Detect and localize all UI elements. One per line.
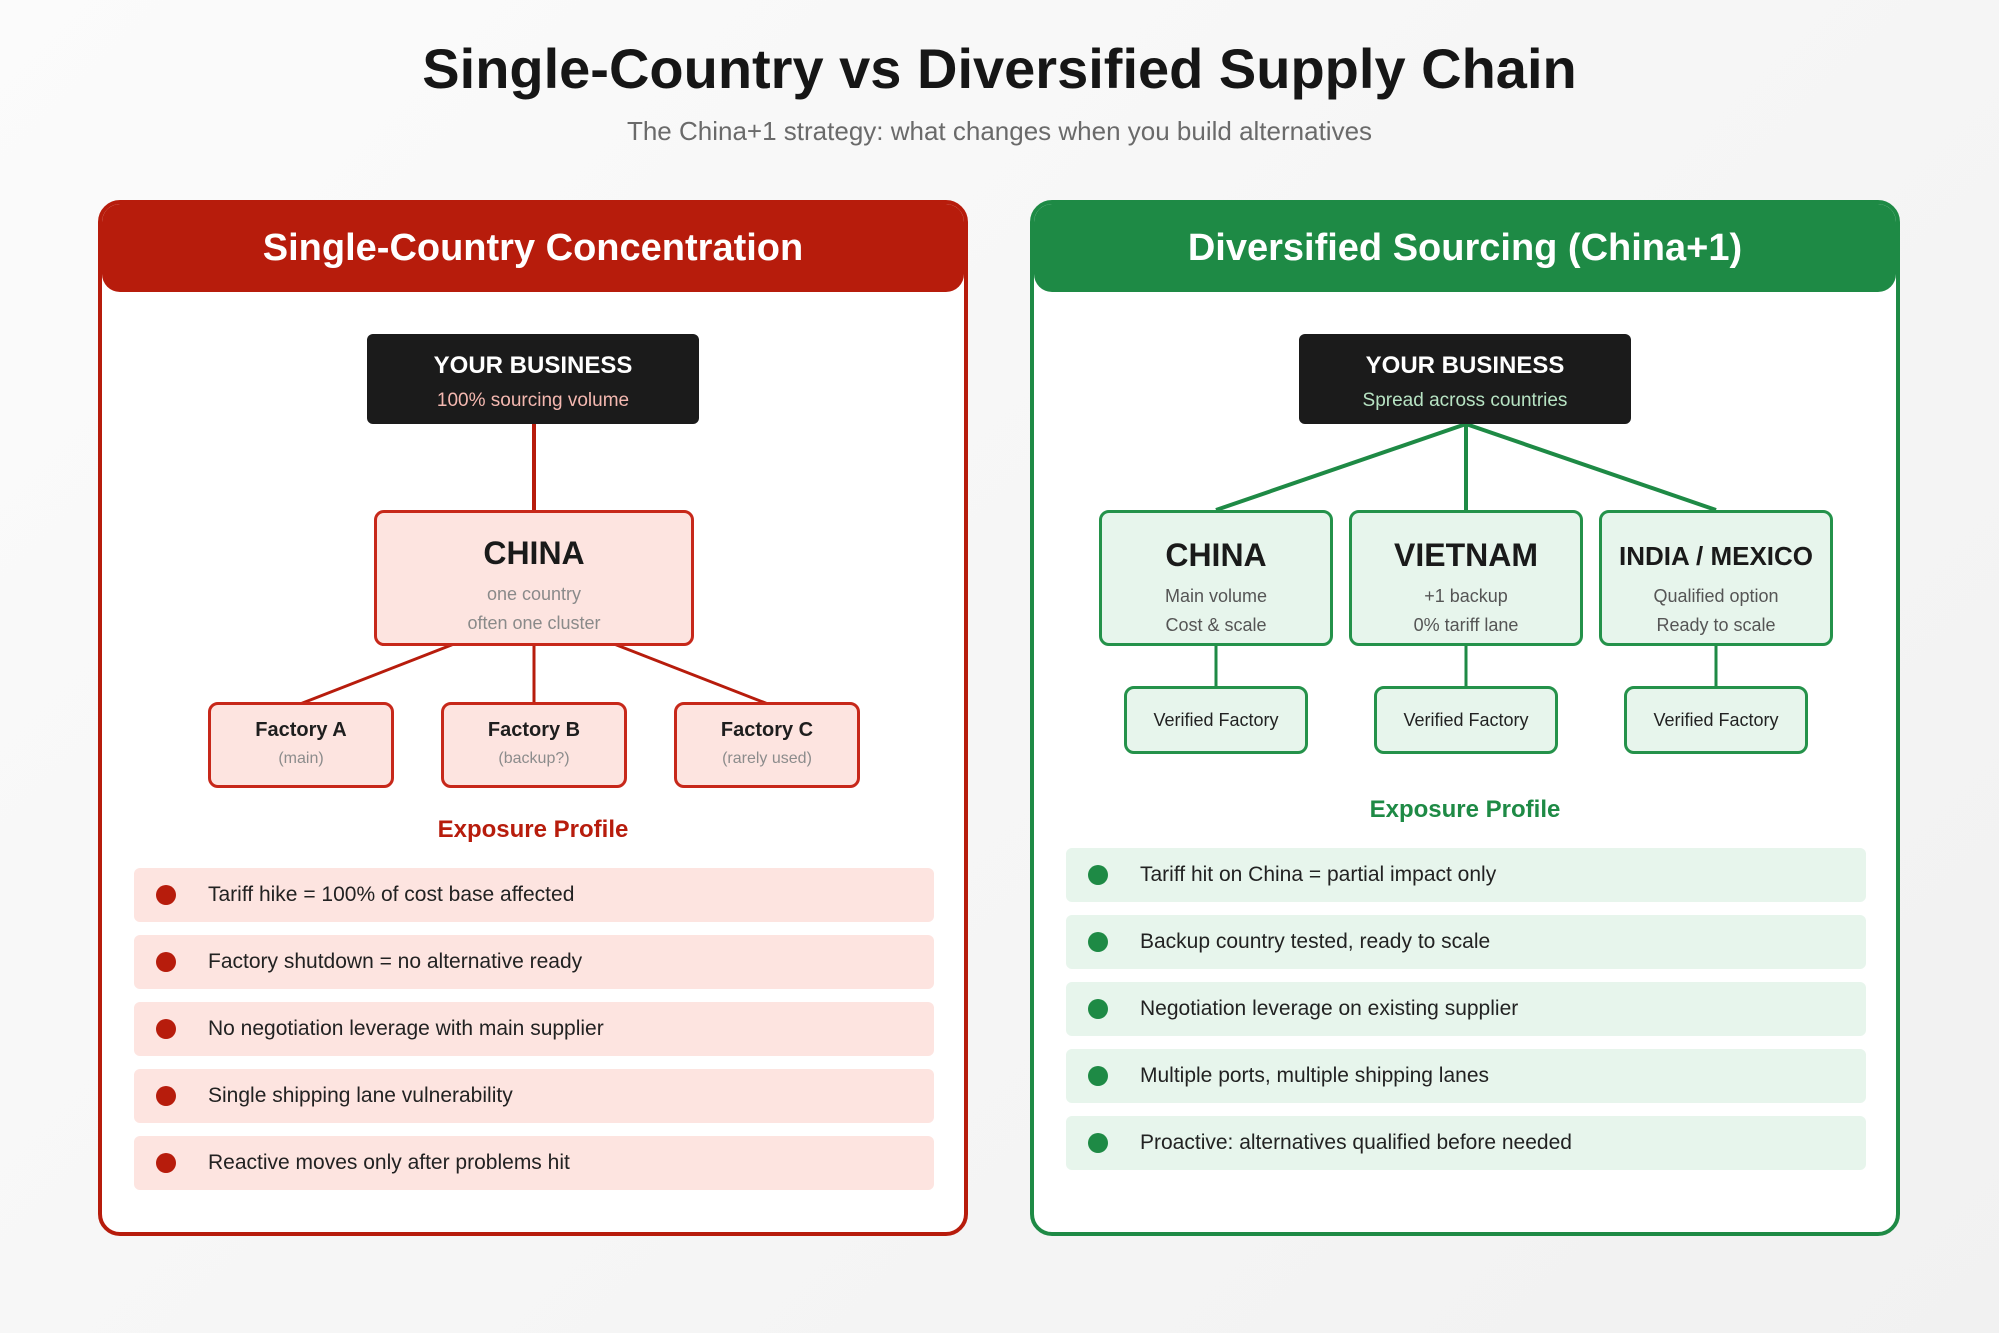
verified-factory-label: Verified Factory <box>1403 709 1529 730</box>
factory-sub: (main) <box>278 750 324 767</box>
factory-sub: (backup?) <box>498 750 570 767</box>
factory-node: Factory B (backup?) <box>441 702 627 788</box>
list-item-text: Backup country tested, ready to scale <box>1140 930 1491 953</box>
factory-node: Factory C (rarely used) <box>674 702 860 788</box>
verified-factory-node: Verified Factory <box>1124 686 1308 754</box>
bullet-dot-icon <box>1088 1066 1108 1086</box>
list-item: Multiple ports, multiple shipping lanes <box>1066 1049 1866 1103</box>
list-item: No negotiation leverage with main suppli… <box>134 1002 934 1056</box>
list-item: Negotiation leverage on existing supplie… <box>1066 982 1866 1036</box>
bullet-dot-icon <box>1088 999 1108 1019</box>
bullet-dot-icon <box>1088 865 1108 885</box>
country-name: CHINA <box>483 535 585 571</box>
list-item-text: Factory shutdown = no alternative ready <box>208 950 583 973</box>
diversified-panel: Diversified Sourcing (China+1) YOUR BUSI… <box>1030 200 1900 1236</box>
list-item: Tariff hike = 100% of cost base affected <box>134 868 934 922</box>
diversified-panel-header: Diversified Sourcing (China+1) <box>1034 204 1896 292</box>
bullet-dot-icon <box>156 1153 176 1173</box>
country-node-china: CHINA one country often one cluster <box>374 510 694 646</box>
list-item-text: No negotiation leverage with main suppli… <box>208 1017 604 1040</box>
country-line-2: 0% tariff lane <box>1413 615 1519 635</box>
country-line-1: +1 backup <box>1424 586 1508 606</box>
connector-business-china <box>1215 422 1467 512</box>
exposure-profile-title: Exposure Profile <box>437 816 629 843</box>
country-name: INDIA / MEXICO <box>1618 541 1814 571</box>
list-item: Backup country tested, ready to scale <box>1066 915 1866 969</box>
exposure-list: Tariff hike = 100% of cost base affected… <box>134 868 934 1203</box>
list-item-text: Multiple ports, multiple shipping lanes <box>1140 1064 1490 1087</box>
list-item: Proactive: alternatives qualified before… <box>1066 1116 1866 1170</box>
single-country-panel: Single-Country Concentration YOUR BUSINE… <box>98 200 968 1236</box>
connector-business-india-mexico <box>1465 422 1717 512</box>
list-item: Reactive moves only after problems hit <box>134 1136 934 1190</box>
list-item-text: Single shipping lane vulnerability <box>208 1084 513 1107</box>
list-item-text: Tariff hike = 100% of cost base affected <box>208 883 575 906</box>
list-item-text: Proactive: alternatives qualified before… <box>1140 1131 1572 1154</box>
verified-factory-label: Verified Factory <box>1653 709 1779 730</box>
factory-name: Factory C <box>720 719 814 741</box>
exposure-list: Tariff hit on China = partial impact onl… <box>1066 848 1866 1183</box>
list-item-text: Tariff hit on China = partial impact onl… <box>1140 863 1497 886</box>
factory-name: Factory B <box>487 719 581 741</box>
country-name: CHINA <box>1165 537 1267 573</box>
connector-china-factory-a <box>299 642 455 706</box>
bullet-dot-icon <box>156 1019 176 1039</box>
factory-node: Factory A (main) <box>208 702 394 788</box>
exposure-profile-title: Exposure Profile <box>1369 796 1561 823</box>
country-node-vietnam: VIETNAM +1 backup 0% tariff lane <box>1349 510 1583 646</box>
factory-sub: (rarely used) <box>722 750 812 767</box>
country-node-india-mexico: INDIA / MEXICO Qualified option Ready to… <box>1599 510 1833 646</box>
bullet-dot-icon <box>156 885 176 905</box>
country-line-2: Cost & scale <box>1165 615 1267 635</box>
verified-factory-node: Verified Factory <box>1624 686 1808 754</box>
verified-factory-node: Verified Factory <box>1374 686 1558 754</box>
country-name: VIETNAM <box>1394 537 1538 573</box>
country-line-2: Ready to scale <box>1656 615 1776 635</box>
list-item: Factory shutdown = no alternative ready <box>134 935 934 989</box>
list-item-text: Reactive moves only after problems hit <box>208 1151 570 1174</box>
country-node-china: CHINA Main volume Cost & scale <box>1099 510 1333 646</box>
bullet-dot-icon <box>156 952 176 972</box>
single-country-panel-header: Single-Country Concentration <box>102 204 964 292</box>
bullet-dot-icon <box>156 1086 176 1106</box>
business-name: YOUR BUSINESS <box>433 352 633 379</box>
country-line-1: Main volume <box>1164 586 1268 606</box>
page-title: Single-Country vs Diversified Supply Cha… <box>422 37 1577 100</box>
verified-factory-label: Verified Factory <box>1153 709 1279 730</box>
country-line-2: often one cluster <box>467 613 601 633</box>
connector-china-factory-c <box>613 642 769 706</box>
country-line-1: Qualified option <box>1653 586 1779 606</box>
your-business-box: YOUR BUSINESS Spread across countries <box>1299 334 1631 424</box>
your-business-box: YOUR BUSINESS 100% sourcing volume <box>367 334 699 424</box>
factory-name: Factory A <box>255 719 347 741</box>
page-subtitle: The China+1 strategy: what changes when … <box>626 116 1373 146</box>
bullet-dot-icon <box>1088 1133 1108 1153</box>
bullet-dot-icon <box>1088 932 1108 952</box>
list-item: Tariff hit on China = partial impact onl… <box>1066 848 1866 902</box>
business-name: YOUR BUSINESS <box>1365 352 1565 379</box>
country-line-1: one country <box>486 584 582 604</box>
list-item: Single shipping lane vulnerability <box>134 1069 934 1123</box>
business-sub: 100% sourcing volume <box>436 390 630 411</box>
list-item-text: Negotiation leverage on existing supplie… <box>1140 997 1519 1020</box>
business-sub: Spread across countries <box>1362 390 1568 411</box>
